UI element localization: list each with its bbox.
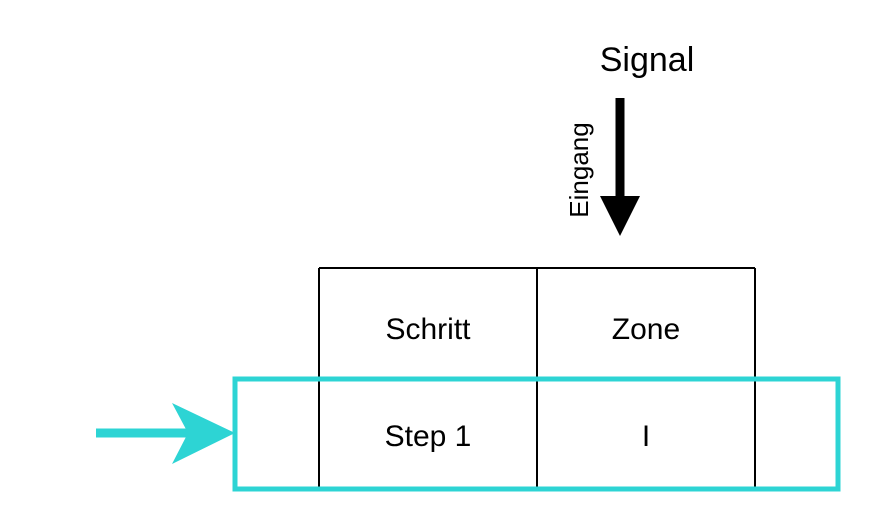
signal-label: Signal	[600, 41, 695, 79]
row-zone: I	[642, 420, 650, 453]
header-zone: Zone	[612, 313, 680, 346]
input-label: Eingang	[564, 122, 594, 217]
header-schritt: Schritt	[385, 313, 471, 346]
row-step: Step 1	[385, 420, 472, 453]
row-pointer-arrow	[96, 403, 235, 464]
active-row-highlight	[232, 376, 841, 492]
input-arrow	[600, 98, 640, 236]
